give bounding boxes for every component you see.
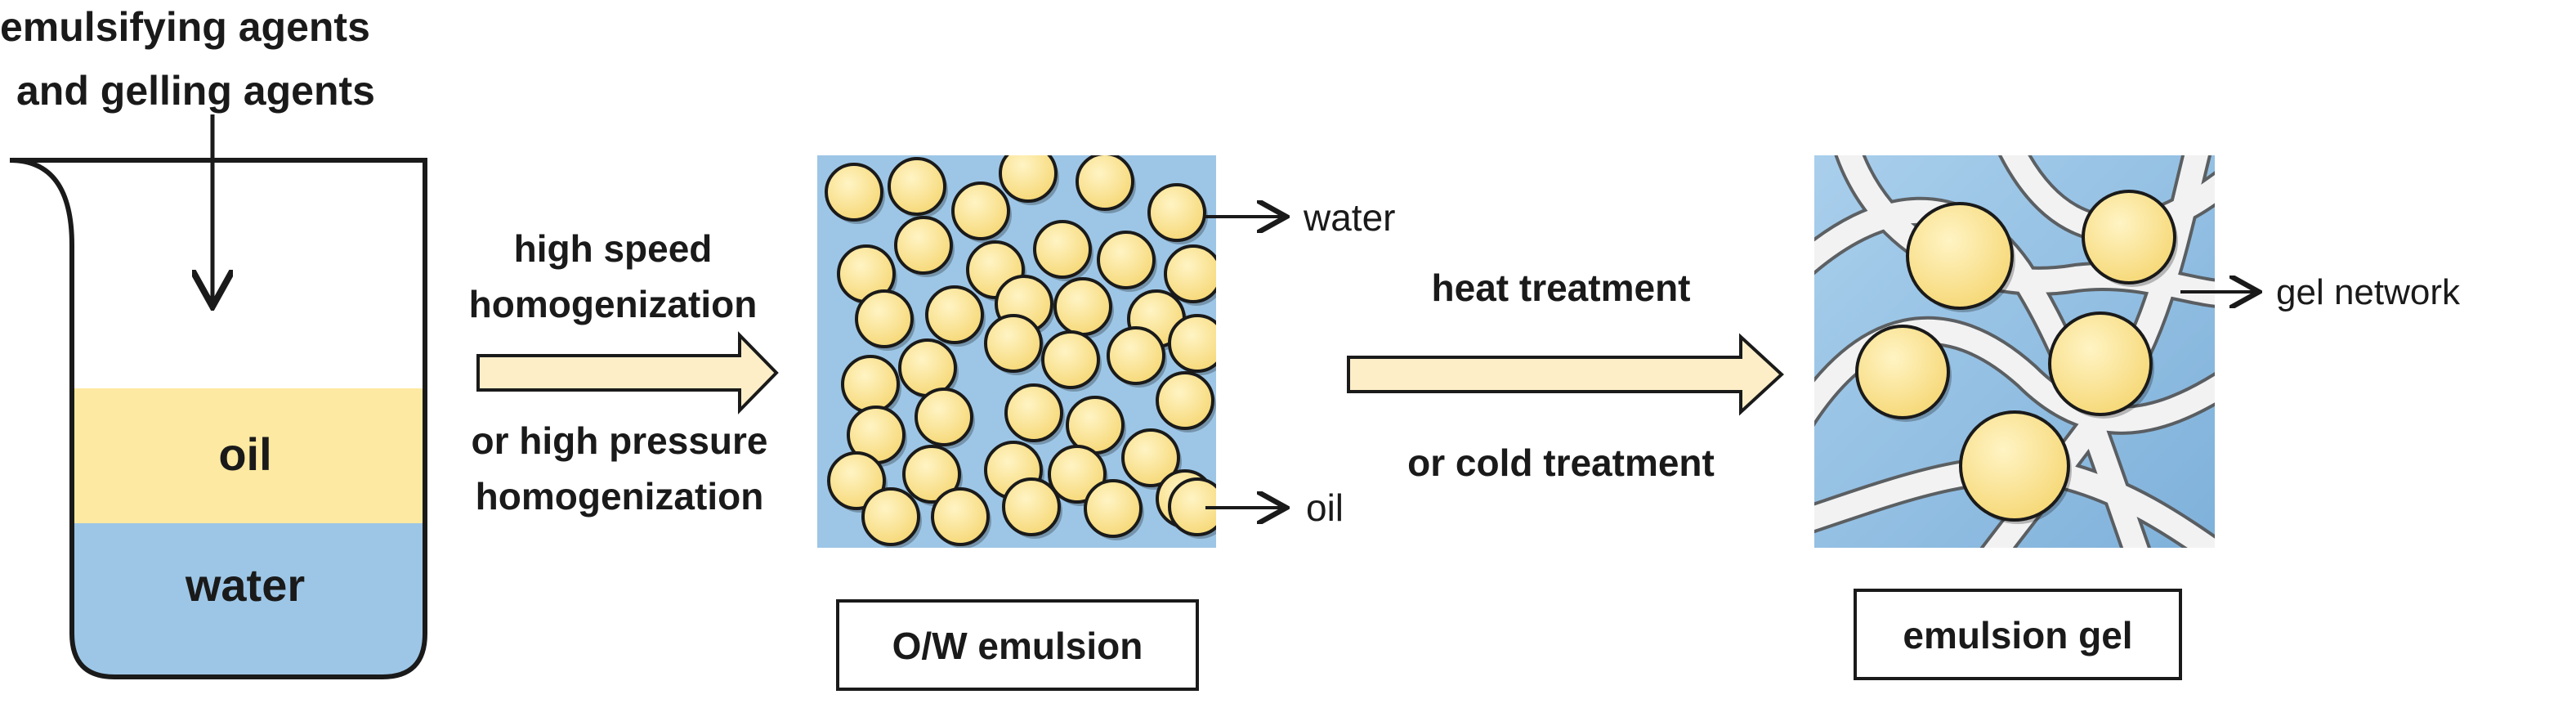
- emulsion-caption: O/W emulsion: [892, 625, 1143, 667]
- oil-droplet: [855, 289, 914, 348]
- oil-droplet: [931, 487, 990, 546]
- beaker-water-label: water: [185, 559, 305, 611]
- step1-label-bottom-1: or high pressure: [472, 419, 768, 462]
- oil-droplet: [1084, 479, 1143, 538]
- oil-droplet: [898, 338, 957, 397]
- beaker-oil-layer: [72, 388, 425, 523]
- step1-label-top-2: homogenization: [469, 283, 758, 325]
- oil-droplet: [902, 445, 961, 504]
- emulsion-oil-label: oil: [1306, 486, 1344, 529]
- emulsion-panel: [817, 155, 1216, 548]
- emulsion-caption-box: [836, 599, 1199, 691]
- oil-droplet: [825, 163, 883, 222]
- gel-network-label: gel network: [2276, 272, 2461, 312]
- oil-droplet: [1168, 477, 1216, 536]
- oil-droplet: [984, 314, 1043, 373]
- title-line-1: emulsifying agents: [0, 4, 370, 50]
- step1-arrow: [476, 331, 779, 414]
- step1-label-top-1: high speed: [514, 227, 713, 270]
- oil-droplet: [1053, 277, 1112, 336]
- oil-droplet: [999, 155, 1058, 203]
- oil-droplet: [827, 451, 886, 510]
- gel-oil-droplet: [1906, 202, 2014, 310]
- step1-label-bottom-2: homogenization: [476, 475, 764, 518]
- oil-droplet: [951, 181, 1010, 240]
- gel-caption-box: [1854, 589, 2182, 680]
- oil-droplet: [1147, 183, 1206, 242]
- oil-droplet: [1033, 220, 1092, 279]
- oil-droplet: [888, 157, 946, 216]
- oil-droplet: [1156, 371, 1214, 430]
- oil-droplet: [1066, 396, 1125, 455]
- step2-arrow: [1347, 333, 1784, 416]
- oil-droplet: [894, 216, 953, 275]
- beaker-oil-label: oil: [218, 428, 271, 480]
- gel-oil-droplet: [2082, 190, 2176, 285]
- gel-panel: [1814, 155, 2215, 548]
- oil-droplet: [1076, 155, 1134, 211]
- oil-droplet: [1004, 383, 1063, 442]
- title-line-2: and gelling agents: [16, 68, 375, 114]
- oil-droplet: [925, 285, 984, 344]
- beaker: oil water: [9, 158, 427, 679]
- gel-oil-droplet: [1855, 325, 1950, 419]
- step2-label-bottom: or cold treatment: [1407, 441, 1715, 484]
- gel-caption: emulsion gel: [1903, 614, 2132, 656]
- oil-droplet: [861, 487, 920, 546]
- gel-oil-droplet: [1959, 410, 2070, 522]
- oil-droplet: [1097, 231, 1156, 289]
- oil-droplet: [1164, 244, 1216, 303]
- oil-droplet: [1107, 326, 1165, 385]
- oil-droplet: [1121, 428, 1180, 487]
- gel-oil-droplet: [2048, 311, 2153, 416]
- oil-droplet: [1002, 477, 1061, 536]
- emulsion-water-label: water: [1303, 196, 1395, 239]
- oil-droplet: [1168, 314, 1216, 373]
- oil-droplet: [841, 355, 900, 414]
- oil-droplet: [1041, 330, 1100, 389]
- oil-droplet: [915, 388, 973, 446]
- step2-label-top: heat treatment: [1432, 267, 1691, 309]
- oil-droplet: [1048, 445, 1107, 504]
- beaker-water-layer: [72, 523, 425, 677]
- beaker-outline: [9, 158, 427, 679]
